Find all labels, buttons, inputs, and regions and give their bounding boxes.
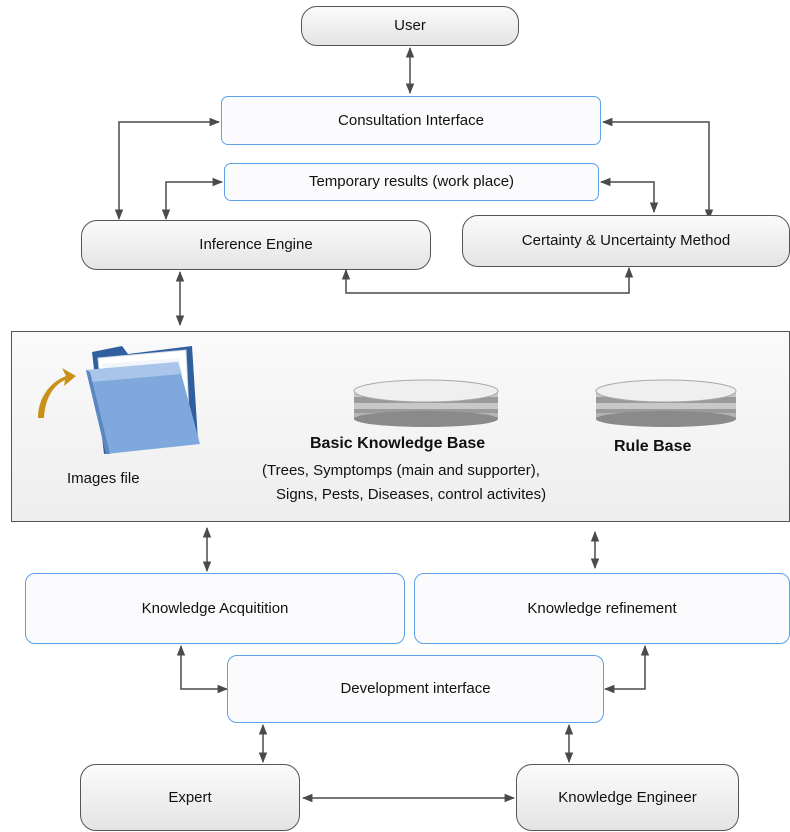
user-node: User: [301, 6, 519, 46]
rule-base-database-icon: [595, 379, 737, 427]
arrow-temporary-certainty: [599, 177, 659, 214]
knowledge-acquisition-label: Knowledge Acquitition: [141, 599, 289, 617]
arrow-refinement-development: [603, 644, 650, 694]
knowledge-engineer-node: Knowledge Engineer: [516, 764, 739, 831]
arrow-consultation-certainty: [601, 117, 714, 221]
curved-arrow-icon: [38, 368, 76, 418]
basic-knowledge-base-database-icon: [353, 379, 499, 427]
certainty-method-node: Certainty & Uncertainty Method: [462, 215, 790, 267]
certainty-method-label: Certainty & Uncertainty Method: [521, 232, 731, 249]
folder-icon: [86, 346, 200, 454]
knowledge-acquisition-node: Knowledge Acquitition: [25, 573, 405, 644]
arrow-inference-certainty: [341, 266, 634, 294]
development-interface-label: Development interface: [340, 680, 491, 697]
knowledge-refinement-label: Knowledge refinement: [527, 599, 677, 617]
arrow-consultation-inference: [114, 117, 221, 221]
inference-engine-label: Inference Engine: [199, 236, 313, 253]
arrow-acquisition-development: [176, 644, 229, 694]
rule-base-title: Rule Base: [614, 438, 692, 455]
basic-knowledge-base-title: Basic Knowledge Base: [310, 435, 486, 452]
knowledge-refinement-node: Knowledge refinement: [414, 573, 790, 644]
expert-label: Expert: [168, 788, 212, 806]
consultation-interface-node: Consultation Interface: [221, 96, 601, 145]
consultation-interface-label: Consultation Interface: [338, 111, 484, 129]
user-label: User: [394, 17, 426, 34]
knowledge-engineer-label: Knowledge Engineer: [558, 788, 697, 806]
basic-knowledge-base-desc-line1: (Trees, Symptomps (main and supporter),: [262, 462, 540, 479]
inference-engine-node: Inference Engine: [81, 220, 431, 270]
temporary-results-node: Temporary results (work place): [224, 163, 599, 201]
images-file-label: Images file: [67, 470, 140, 487]
expert-node: Expert: [80, 764, 300, 831]
temporary-results-label: Temporary results (work place): [308, 173, 515, 190]
basic-knowledge-base-desc-line2: Signs, Pests, Diseases, control activite…: [276, 486, 547, 503]
arrow-temporary-inference: [161, 177, 224, 221]
development-interface-node: Development interface: [227, 655, 604, 723]
